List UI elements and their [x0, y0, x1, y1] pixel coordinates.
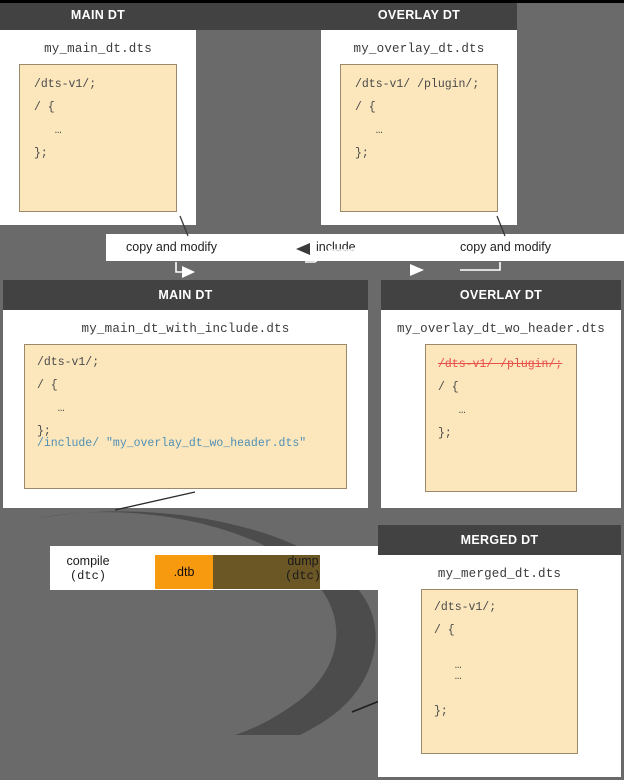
code-spacer: [34, 91, 176, 103]
code-line: …: [434, 658, 462, 672]
dump-label-text: dump: [287, 554, 319, 568]
code-line-include-directive: /include/ "my_overlay_dt_wo_header.dts": [37, 436, 307, 450]
code-line: /dts-v1/;: [434, 601, 497, 614]
panel-merged-dt-header: MERGED DT: [378, 525, 621, 555]
code-spacer: [434, 683, 577, 695]
code-block-my-merged-dt: /dts-v1/; / { … … };: [421, 589, 578, 754]
code-block-my-main-dt-with-include: /dts-v1/; / { … }; /include/ "my_overlay…: [24, 344, 347, 489]
code-line: / {: [434, 624, 455, 637]
code-spacer: [355, 137, 497, 149]
swoosh-curve: [30, 511, 376, 735]
panel-main-dt-top: MAIN DT my_main_dt.dts /dts-v1/; / { … }…: [0, 0, 196, 225]
code-line: / {: [37, 379, 58, 392]
panel-main-dt-top-header: MAIN DT: [0, 0, 196, 30]
code-spacer: [355, 91, 497, 103]
code-line: …: [37, 402, 65, 415]
panel-main-dt-middle-header: MAIN DT: [3, 280, 368, 310]
top-black-bar: [0, 0, 624, 3]
arrowhead-copy-modify-left: [182, 266, 195, 278]
top-section: MAIN DT my_main_dt.dts /dts-v1/; / { … }…: [0, 0, 517, 225]
code-block-my-main-dt: /dts-v1/; / { … };: [19, 64, 177, 212]
panel-merged-dt-body: my_merged_dt.dts /dts-v1/; / { … … };: [378, 555, 621, 777]
code-spacer: [434, 694, 577, 706]
dump-label: dump (dtc): [272, 554, 334, 584]
arrow-copy-modify-right: [460, 262, 501, 271]
code-spacer: [434, 648, 577, 660]
code-line: …: [355, 124, 383, 137]
panel-main-dt-top-body: my_main_dt.dts /dts-v1/; / { … };: [0, 30, 196, 225]
code-line: };: [355, 147, 369, 160]
compile-label-text: compile: [66, 554, 110, 568]
filename-my-main-dt: my_main_dt.dts: [44, 42, 152, 56]
filename-my-merged-dt: my_merged_dt.dts: [437, 567, 562, 581]
code-spacer: [37, 392, 346, 404]
code-block-my-overlay-dt-wo-header: /dts-v1/ /plugin/; / { … };: [425, 344, 577, 492]
code-line: };: [434, 704, 448, 718]
top-row-gap: [196, 0, 321, 225]
panel-overlay-dt-middle-header: OVERLAY DT: [381, 280, 621, 310]
panel-overlay-dt-middle-body: my_overlay_dt_wo_header.dts /dts-v1/ /pl…: [381, 310, 621, 508]
code-line: };: [438, 427, 452, 440]
filename-my-main-dt-with-include: my_main_dt_with_include.dts: [81, 322, 290, 336]
code-spacer: [434, 614, 577, 626]
panel-merged-dt: MERGED DT my_merged_dt.dts /dts-v1/; / {…: [378, 525, 621, 777]
label-copy-and-modify-left: copy and modify: [106, 234, 316, 261]
code-line: …: [434, 670, 462, 683]
panel-main-dt-middle: MAIN DT my_main_dt_with_include.dts /dts…: [3, 280, 368, 508]
arrow-copy-modify-left: [175, 262, 183, 273]
code-spacer: [37, 369, 346, 381]
arrowhead-copy-modify-right: [410, 264, 424, 276]
panel-overlay-dt-middle: OVERLAY DT my_overlay_dt_wo_header.dts /…: [381, 280, 621, 508]
code-spacer: [438, 417, 576, 429]
code-line: /dts-v1/;: [34, 78, 97, 91]
dump-tool-text: (dtc): [284, 569, 321, 583]
code-spacer: [37, 415, 346, 427]
code-line: /dts-v1/ /plugin/;: [355, 78, 480, 91]
compile-label: compile (dtc): [52, 554, 124, 584]
code-spacer: [434, 637, 577, 649]
panel-overlay-dt-top-body: my_overlay_dt.dts /dts-v1/ /plugin/; / {…: [321, 30, 517, 225]
dtb-artifact-box: .dtb: [155, 555, 213, 589]
filename-my-overlay-dt-wo-header: my_overlay_dt_wo_header.dts: [397, 322, 605, 336]
code-line: …: [438, 404, 466, 417]
code-line-struck-header: /dts-v1/ /plugin/;: [438, 358, 563, 371]
code-line: };: [34, 147, 48, 160]
code-line: / {: [438, 381, 459, 394]
code-line: };: [37, 425, 51, 438]
panel-main-dt-middle-body: my_main_dt_with_include.dts /dts-v1/; / …: [3, 310, 368, 508]
compile-tool-text: (dtc): [69, 569, 106, 583]
code-line: …: [34, 124, 62, 137]
panel-overlay-dt-top: OVERLAY DT my_overlay_dt.dts /dts-v1/ /p…: [321, 0, 517, 225]
label-copy-and-modify-right: copy and modify: [452, 234, 624, 261]
code-line: /dts-v1/;: [37, 356, 100, 369]
middle-section: MAIN DT my_main_dt_with_include.dts /dts…: [3, 280, 621, 508]
code-block-my-overlay-dt: /dts-v1/ /plugin/; / { … };: [340, 64, 498, 212]
filename-my-overlay-dt: my_overlay_dt.dts: [353, 42, 485, 56]
top-row: MAIN DT my_main_dt.dts /dts-v1/; / { … }…: [0, 0, 517, 225]
code-line: / {: [34, 101, 55, 114]
panel-overlay-dt-top-header: OVERLAY DT: [321, 0, 517, 30]
dtb-shadow: [210, 555, 320, 589]
code-spacer: [34, 137, 176, 149]
code-line: / {: [355, 101, 376, 114]
